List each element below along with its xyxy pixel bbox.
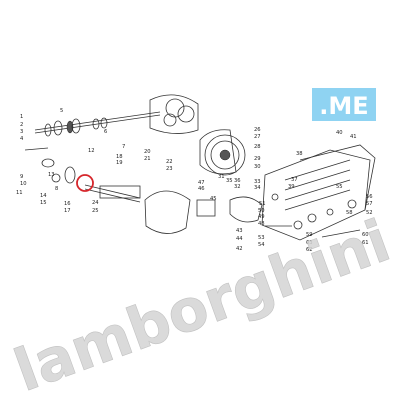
part-label-61: 61 [362,240,369,246]
part-label-18: 18 [116,154,123,160]
badge-text: .ME [319,92,368,120]
part-label-21: 21 [144,156,151,162]
part-label-52: 52 [366,210,373,216]
part-label-47: 47 [198,180,205,186]
part-label-28: 28 [254,144,261,150]
part-label-34: 34 [254,185,261,191]
part-label-46: 46 [198,186,205,192]
part-label-25: 25 [92,208,99,214]
part-label-1: 1 [20,114,23,120]
part-label-8: 8 [55,186,58,192]
part-label-35: 35 [226,178,233,184]
brand-watermark: lamborghini [6,206,399,400]
part-label-4: 4 [20,136,24,142]
part-label-27: 27 [254,134,261,140]
part-label-9: 9 [20,174,23,180]
part-label-13: 13 [48,172,55,178]
part-label-62: 62 [306,247,313,253]
part-label-37: 37 [291,177,298,183]
part-label-63: 63 [306,240,313,246]
part-label-57: 57 [366,201,373,207]
part-label-36: 36 [234,178,241,184]
part-label-53: 53 [258,235,265,241]
part-label-29: 29 [254,156,261,162]
part-label-6: 6 [104,129,107,135]
part-label-39: 39 [288,184,295,190]
part-label-22: 22 [166,159,173,165]
part-label-59: 59 [306,232,313,238]
part-label-3: 3 [20,129,23,135]
part-label-20: 20 [144,149,151,155]
part-label-38: 38 [296,151,303,157]
me-badge: .ME [312,88,376,121]
part-label-41: 41 [350,134,357,140]
part-label-17: 17 [64,208,71,214]
part-label-32: 32 [234,184,241,190]
part-label-43: 43 [236,228,243,234]
part-label-19: 19 [116,160,123,166]
part-label-55: 55 [336,184,343,190]
highlighted-part-ring [76,174,94,192]
part-label-40: 40 [336,130,343,136]
part-label-12: 12 [88,148,95,154]
part-label-26: 26 [254,127,261,133]
part-label-60: 60 [362,232,369,238]
part-label-16: 16 [64,201,71,207]
part-label-14: 14 [40,193,47,199]
part-label-5: 5 [60,108,63,114]
part-label-11: 11 [16,190,23,196]
part-label-2: 2 [20,122,23,128]
part-label-45: 45 [210,196,217,202]
part-label-10: 10 [20,181,27,187]
part-label-31: 31 [218,174,225,180]
part-label-54: 54 [258,242,265,248]
part-label-56: 56 [366,194,373,200]
part-label-49: 49 [258,214,265,220]
parts-line-art [24,94,376,241]
part-label-42: 42 [236,246,243,252]
part-label-7: 7 [122,144,125,150]
part-label-15: 15 [40,200,47,206]
part-label-33: 33 [254,179,261,185]
part-label-24: 24 [92,200,99,206]
part-label-23: 23 [166,166,173,172]
part-label-51: 51 [259,201,266,207]
part-label-30: 30 [254,164,261,170]
part-label-48: 48 [258,221,265,227]
part-label-58: 58 [346,210,353,216]
part-label-44: 44 [236,236,243,242]
part-label-50: 50 [258,208,265,214]
